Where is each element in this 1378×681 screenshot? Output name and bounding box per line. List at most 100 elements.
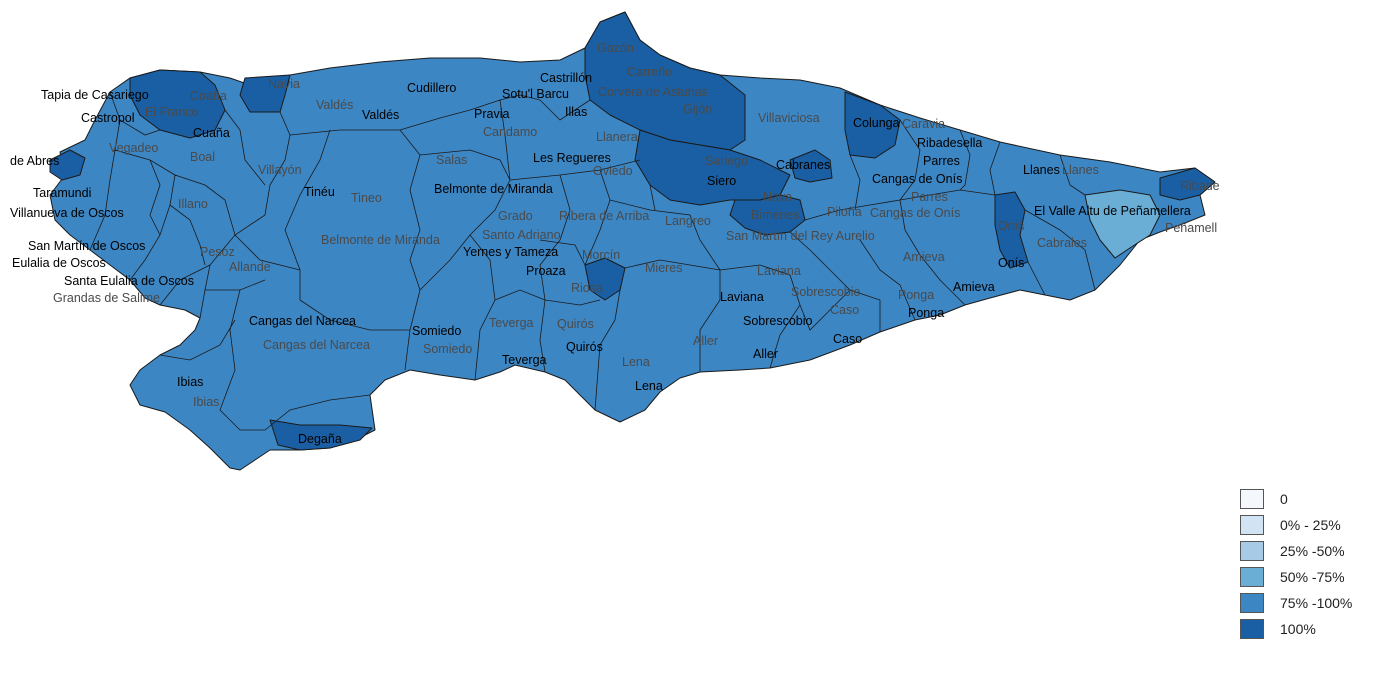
region-santiso-abres <box>49 149 86 181</box>
legend-swatch <box>1240 567 1264 587</box>
label-sobrescobio-1: Sobrescobio <box>791 285 861 299</box>
label-smra: San Martín del Rey Aurelio <box>726 229 875 243</box>
legend-swatch <box>1240 541 1264 561</box>
label-allande: Allande <box>229 260 271 274</box>
label-taramundi: Taramundi <box>33 186 91 200</box>
label-boal: Boal <box>190 150 215 164</box>
label-langreo: Langreo <box>665 214 711 228</box>
label-soto-barco: Sotu'l Barcu <box>502 87 569 101</box>
label-penamellera-baja: Peñamell <box>1165 221 1217 235</box>
label-ribadesella: Ribadesella <box>917 136 982 150</box>
label-valdes-1: Valdés <box>316 98 353 112</box>
label-navia: Navia <box>268 77 300 91</box>
legend-item: 100% <box>1240 617 1375 641</box>
map-labels: Gozón Carreño Castrillón Corvera de Astu… <box>10 41 1220 446</box>
label-santa-eulalia-oscos: Santa Eulalia de Oscos <box>64 274 194 288</box>
label-amieva-2: Amieva <box>953 280 995 294</box>
label-santo-adriano: Santo Adriano <box>482 228 561 242</box>
label-belmonte-2: Belmonte de Miranda <box>321 233 440 247</box>
label-gijon: Gijón <box>683 102 712 116</box>
label-teverga-2: Teverga <box>502 353 547 367</box>
legend-label: 0 <box>1280 491 1288 507</box>
label-regueras: Les Regueres <box>533 151 611 165</box>
internal-borders <box>89 91 1096 431</box>
label-caso-2: Caso <box>833 332 862 346</box>
label-oviedo: Oviedo <box>593 164 633 178</box>
label-llanes-2: Llanes <box>1062 163 1099 177</box>
label-pilona: Piloña <box>827 205 862 219</box>
label-llanes-1: Llanes <box>1023 163 1060 177</box>
label-tineu: Tinéu <box>304 185 335 199</box>
region-degana <box>269 419 373 451</box>
label-proaza: Proaza <box>526 264 566 278</box>
label-belmonte-1: Belmonte de Miranda <box>434 182 553 196</box>
legend-swatch <box>1240 593 1264 613</box>
label-illano: Illano <box>178 197 208 211</box>
label-cudillero: Cudillero <box>407 81 456 95</box>
label-somiedo-2: Somiedo <box>423 342 472 356</box>
label-ribadedeva: Ribade <box>1180 179 1220 193</box>
region-coana-navia <box>129 69 226 139</box>
label-quiros-2: Quirós <box>566 340 603 354</box>
legend-swatch <box>1240 489 1264 509</box>
region-colunga <box>844 91 901 159</box>
label-aller-2: Aller <box>753 347 778 361</box>
legend-label: 50% -75% <box>1280 569 1345 585</box>
label-tineo: Tineo <box>351 191 382 205</box>
label-cangas-narcea-1: Cangas del Narcea <box>249 314 356 328</box>
label-grandas-salime: Grandas de Salime <box>53 291 160 305</box>
region-ribadedeva <box>1159 167 1216 201</box>
label-teverga-1: Teverga <box>489 316 534 330</box>
label-cuana: Cuaña <box>193 126 230 140</box>
label-laviana-1: Laviana <box>757 264 801 278</box>
label-laviana-2: Laviana <box>720 290 764 304</box>
region-penamellera-alta <box>1084 189 1161 259</box>
label-gozon: Gozón <box>597 41 634 55</box>
map-legend: 0 0% - 25% 25% -50% 50% -75% 75% -100% 1… <box>1240 487 1375 643</box>
legend-label: 25% -50% <box>1280 543 1345 559</box>
label-aller-1: Aller <box>693 334 718 348</box>
legend-swatch <box>1240 515 1264 535</box>
label-mieres: Mieres <box>645 261 683 275</box>
label-siero: Siero <box>707 174 736 188</box>
label-cangas-narcea-2: Cangas del Narcea <box>263 338 370 352</box>
label-cabrales: Cabrales <box>1037 236 1087 250</box>
label-valdes-2: Valdés <box>362 108 399 122</box>
label-onis-2: Onís <box>998 256 1024 270</box>
label-bimenes: Bimenes <box>751 208 800 222</box>
label-coana: Coaña <box>190 89 227 103</box>
label-vegadeo: Vegadeo <box>109 141 158 155</box>
label-villanueva-oscos: Villanueva de Oscos <box>10 206 124 220</box>
label-cangas-onis-2: Cangas de Onís <box>870 206 960 220</box>
label-ponga-2: Ponga <box>908 306 944 320</box>
label-somiedo-1: Somiedo <box>412 324 461 338</box>
label-carreno: Carreño <box>627 65 672 79</box>
label-villayon: Villayón <box>258 163 302 177</box>
label-el-franco: El Franco <box>145 105 199 119</box>
legend-label: 75% -100% <box>1280 595 1353 611</box>
legend-item: 0% - 25% <box>1240 513 1375 537</box>
label-castropol: Castropol <box>81 111 135 125</box>
label-yernes-tameza: Yernes y Tameza <box>463 245 558 259</box>
label-candamo: Candamo <box>483 125 537 139</box>
label-cabranes: Cabranes <box>776 158 830 172</box>
label-salas: Salas <box>436 153 467 167</box>
label-amieva-1: Amieva <box>903 250 945 264</box>
label-villaviciosa: Villaviciosa <box>758 111 820 125</box>
label-quiros-1: Quirós <box>557 317 594 331</box>
label-llanera: Llanera <box>596 130 638 144</box>
label-sariego: Sariego <box>705 154 748 168</box>
label-colunga: Colunga <box>853 116 900 130</box>
region-nava-bimenes <box>729 194 806 236</box>
label-onis-1: Onís <box>998 219 1024 233</box>
label-ponga-1: Ponga <box>898 288 934 302</box>
label-tapia: Tapia de Casariego <box>41 88 149 102</box>
label-castrillon: Castrillón <box>540 71 592 85</box>
label-pesoz: Pesoz <box>200 245 235 259</box>
label-pravia: Pravia <box>474 107 509 121</box>
legend-item: 0 <box>1240 487 1375 511</box>
label-ibias-2: Ibias <box>193 395 219 409</box>
label-riosa: Riosa <box>571 281 603 295</box>
region-cabranes <box>789 149 833 183</box>
